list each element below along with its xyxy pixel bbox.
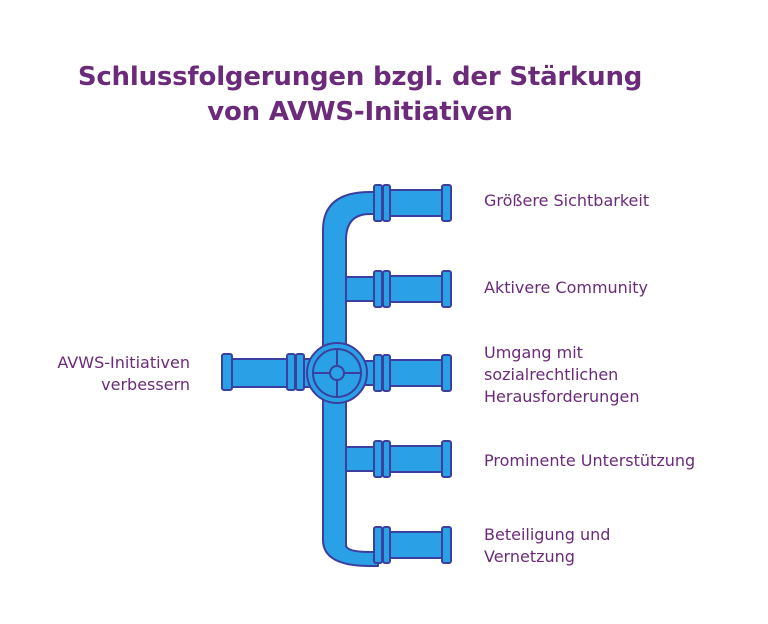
pipe-trunk — [322, 191, 379, 567]
output-label-3: Umgang mit sozialrechtlichen Herausforde… — [484, 343, 640, 406]
input-flange-mid-2 — [295, 353, 305, 391]
title-line-1: Schlussfolgerungen bzgl. der Stärkung — [77, 62, 643, 92]
title-line-2: von AVWS-Initiativen — [207, 97, 513, 127]
input-label: AVWS-Initiativen verbessern — [57, 353, 190, 394]
valve-wheel-icon — [306, 342, 368, 404]
output-pipe-4 — [373, 440, 452, 478]
output-label-4: Prominente Unterstützung — [484, 451, 696, 470]
page-title: Schlussfolgerungen bzgl. der Stärkung vo… — [0, 60, 768, 130]
output-pipe-5 — [373, 526, 452, 564]
output-label-5: Beteiligung und Vernetzung — [484, 525, 611, 566]
output-pipe-1 — [373, 184, 452, 222]
output-label-1: Größere Sichtbarkeit — [484, 191, 650, 210]
pipe-branch-1 — [345, 276, 379, 302]
output-pipe-2 — [373, 270, 452, 308]
input-flange-left — [221, 353, 233, 391]
input-flange-mid-1 — [286, 353, 296, 391]
output-pipe-3 — [373, 354, 452, 392]
output-label-2: Aktivere Community — [484, 278, 648, 297]
